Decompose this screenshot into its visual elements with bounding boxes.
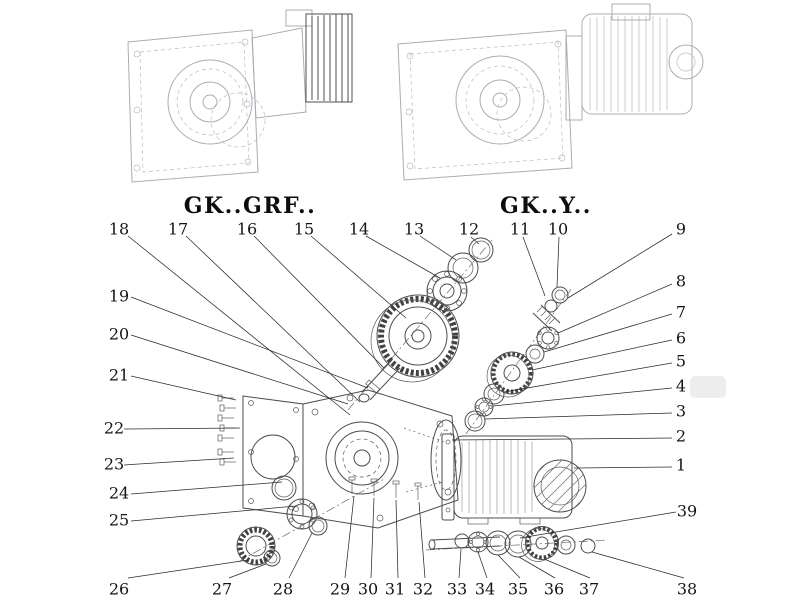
part-callout-7: 7 xyxy=(675,302,687,322)
part-callout-17: 17 xyxy=(167,219,189,239)
part-callout-3: 3 xyxy=(675,401,687,421)
part-callout-31: 31 xyxy=(384,579,406,599)
part-callout-21: 21 xyxy=(108,365,130,385)
watermark-smudge xyxy=(690,376,726,398)
assembly-axes xyxy=(237,239,609,563)
part-callout-14: 14 xyxy=(348,219,370,239)
pinion-shaft-stack xyxy=(464,286,569,432)
part-callout-32: 32 xyxy=(412,579,434,599)
part-callout-11: 11 xyxy=(509,219,531,239)
gearbox-grf-drawing xyxy=(127,9,353,183)
part-callout-15: 15 xyxy=(293,219,315,239)
part-callout-30: 30 xyxy=(357,579,379,599)
part-callout-19: 19 xyxy=(108,286,130,306)
part-callout-38: 38 xyxy=(676,579,698,599)
part-callout-5: 5 xyxy=(675,351,687,371)
part-callout-16: 16 xyxy=(236,219,258,239)
model-title-gk-y: GK..Y.. xyxy=(500,193,592,219)
part-callout-25: 25 xyxy=(108,510,130,530)
leader-lines xyxy=(123,233,685,579)
output-shaft-assembly xyxy=(428,526,596,562)
part-callout-28: 28 xyxy=(272,579,294,599)
part-callout-27: 27 xyxy=(211,579,233,599)
part-callout-34: 34 xyxy=(474,579,496,599)
part-callout-13: 13 xyxy=(403,219,425,239)
part-callout-20: 20 xyxy=(108,324,130,344)
part-callout-35: 35 xyxy=(507,579,529,599)
housing-and-flange xyxy=(217,389,462,529)
part-callout-8: 8 xyxy=(675,271,687,291)
part-callout-9: 9 xyxy=(675,219,687,239)
main-gear-and-bearings xyxy=(358,237,494,403)
part-callout-1: 1 xyxy=(675,455,687,475)
part-callout-33: 33 xyxy=(446,579,468,599)
part-callout-18: 18 xyxy=(108,219,130,239)
part-callout-37: 37 xyxy=(578,579,600,599)
part-callout-12: 12 xyxy=(458,219,480,239)
part-callout-10: 10 xyxy=(547,219,569,239)
gearbox-y-drawing xyxy=(397,3,704,181)
part-callout-23: 23 xyxy=(103,454,125,474)
part-callout-4: 4 xyxy=(675,376,687,396)
motor-drawing xyxy=(441,433,587,525)
seal-and-bearing-rings xyxy=(236,475,328,567)
part-callout-26: 26 xyxy=(108,579,130,599)
model-title-gk-grf: GK..GRF.. xyxy=(183,193,317,219)
part-callout-2: 2 xyxy=(675,426,687,446)
part-callout-6: 6 xyxy=(675,328,687,348)
part-callout-24: 24 xyxy=(108,483,130,503)
part-callout-39: 39 xyxy=(676,501,698,521)
part-callout-36: 36 xyxy=(543,579,565,599)
part-callout-22: 22 xyxy=(103,418,125,438)
part-callout-29: 29 xyxy=(329,579,351,599)
